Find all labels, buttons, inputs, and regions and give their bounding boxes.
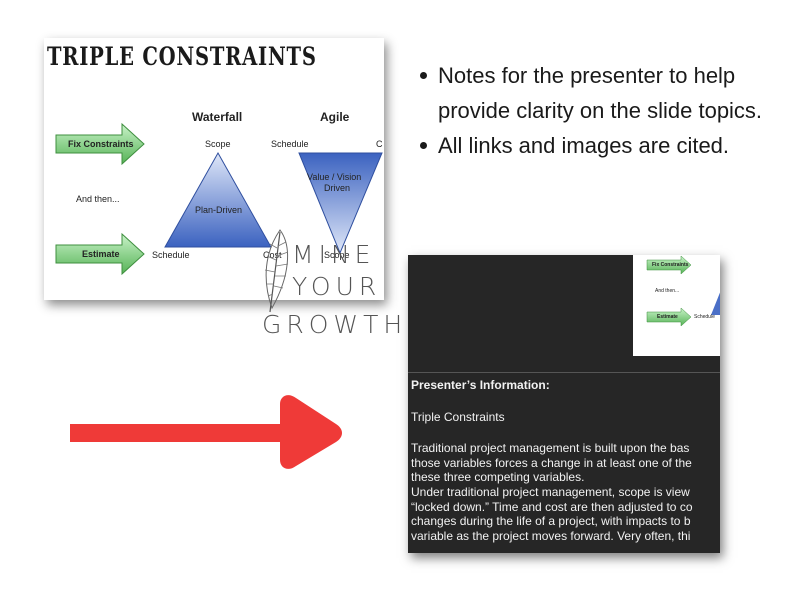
presenter-line: changes during the life of a project, wi… (411, 514, 691, 529)
presenter-line: those variables forces a change in at le… (411, 455, 692, 470)
agile-schedule-label: Schedule (271, 139, 309, 149)
note-item: Notes for the presenter to help provide … (414, 58, 774, 128)
waterfall-schedule-label: Schedule (152, 250, 190, 260)
logo-line1: MINE (292, 240, 376, 269)
waterfall-triangle (164, 151, 272, 248)
slide-title: TRIPLE CONSTRAINTS (47, 42, 317, 71)
fix-constraints-arrow (55, 122, 145, 166)
agile-center-line1: Value / Vision (307, 172, 362, 182)
panel-divider (408, 372, 720, 373)
mini-fix-label: Fix Constraints (652, 262, 689, 268)
agile-heading: Agile (320, 110, 350, 124)
agile-cost-label: C (376, 139, 383, 149)
presenter-subtitle: Triple Constraints (411, 409, 505, 424)
presenter-line: variable as the project moves forward. V… (411, 528, 691, 543)
and-then-label: And then... (76, 194, 120, 204)
notes-list: Notes for the presenter to help provide … (414, 58, 774, 163)
agile-scope-label: Scope (324, 250, 350, 260)
mini-schedule-label: Schedule (694, 314, 715, 320)
logo-line2: YOUR (292, 272, 382, 301)
fix-constraints-label: Fix Constraints (68, 139, 134, 149)
slide-thumbnail[interactable]: TRIPLE CONSTRAINTS Fix Constraints And t… (44, 38, 384, 300)
waterfall-cost-label: Cost (263, 250, 282, 260)
slide-diagram (55, 122, 383, 276)
logo-line3: GROWTH (262, 310, 408, 339)
estimate-label: Estimate (82, 249, 120, 259)
presenter-line: these three competing variables. (411, 470, 585, 485)
presenter-line: Traditional project management is built … (411, 441, 690, 456)
feather-icon (264, 229, 289, 313)
presenter-line: “locked down.” Time and cost are then ad… (411, 499, 693, 514)
agile-triangle (298, 152, 383, 255)
presenter-text: Presenter’s Information: Triple Constrai… (411, 378, 720, 543)
presenter-heading: Presenter’s Information: (411, 378, 550, 392)
mini-triangle (711, 292, 720, 315)
waterfall-heading: Waterfall (192, 110, 243, 124)
waterfall-center-label: Plan-Driven (195, 205, 243, 215)
waterfall-scope-label: Scope (205, 139, 231, 149)
note-item: All links and images are cited. (414, 128, 774, 163)
right-arrow-icon (70, 395, 342, 469)
estimate-arrow (55, 232, 145, 276)
mini-slide-diagram (646, 255, 720, 327)
mini-slide-thumbnail: Fix Constraints And then... Estimate Sch… (633, 255, 720, 356)
presenter-panel[interactable]: Fix Constraints And then... Estimate Sch… (408, 255, 720, 553)
mini-fix-arrow (646, 255, 692, 275)
mini-estimate-label: Estimate (657, 314, 678, 320)
mini-and-then-label: And then... (655, 288, 680, 294)
agile-center-line2: Driven (324, 183, 351, 193)
mini-estimate-arrow (646, 307, 692, 327)
presenter-line: Under traditional project management, sc… (411, 484, 690, 499)
